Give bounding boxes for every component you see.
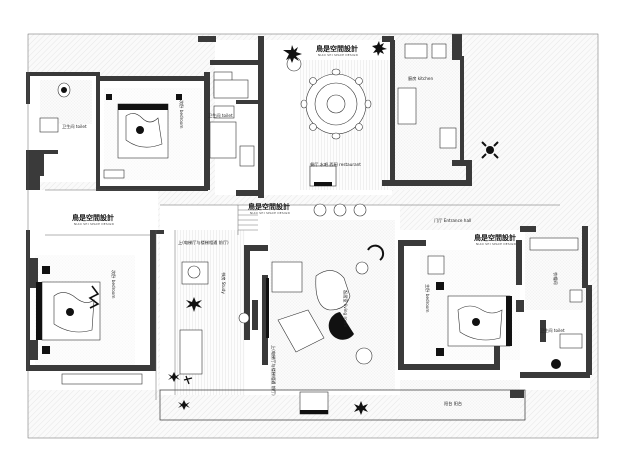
brand-right: 鳥是空間設計 <box>474 233 516 242</box>
brand-center-sub: NIAO SHI SPACE DESIGN <box>250 211 290 215</box>
label-bath-top-mid: 卫生间 toilet <box>208 112 233 119</box>
brand-top-sub: NIAO SHI SPACE DESIGN <box>318 53 358 57</box>
living-tv-wall <box>179 261 269 375</box>
label-kitchen: 廚房 kitchen <box>408 75 433 82</box>
top-bathroom-fixtures <box>39 79 249 133</box>
living-plants <box>168 297 368 415</box>
walls <box>26 34 592 398</box>
label-entrance: 门厅 Entrance hall <box>434 217 471 224</box>
top-bedroom-bed <box>103 94 182 179</box>
left-bedroom-bed <box>36 266 143 385</box>
label-bath-right: 卫生间 toilet <box>540 327 565 334</box>
brand-center: 鳥是空間設計 <box>248 202 290 211</box>
label-restaurant: 餐厅 水吧 西厨 restaurant <box>310 161 361 168</box>
label-living-room: 起居室 living room <box>342 290 349 327</box>
label-study: 书房 Study <box>220 272 227 294</box>
label-stair-note-top: 上(电梯厅与楼梯相通 前厅) <box>178 239 229 246</box>
zone-living <box>160 205 400 395</box>
outlines <box>27 33 599 439</box>
label-balcony-right: 阳台 阳台 <box>444 400 462 407</box>
label-cloakroom: 衣帽间 <box>552 272 559 285</box>
brand-left-sub: NIAO SHI SPACE DESIGN <box>74 222 114 226</box>
room-labels: 廚房 kitchen 餐厅 水吧 西厨 restaurant 卫生间 toile… <box>62 75 565 407</box>
master-bedroom-bed <box>427 255 512 356</box>
label-master-bedroom: 主卧 bedroom <box>424 284 431 312</box>
right-bathroom-fixtures <box>529 237 583 369</box>
brand-left: 鳥是空間設計 <box>72 213 114 222</box>
bar-stools <box>313 203 367 217</box>
brand-marks: 鳥是空間設計 NIAO SHI SPACE DESIGN 鳥是空間設計 NIAO… <box>72 44 516 246</box>
label-bath-top-left: 卫生间 toilet <box>62 123 87 130</box>
compass <box>481 141 499 159</box>
brand-right-sub: NIAO SHI SPACE DESIGN <box>476 242 516 246</box>
label-stair-note-bottom: 上(电梯厅与楼梯相通 前厅) <box>270 345 277 396</box>
dining-table <box>300 68 372 140</box>
label-bedroom-top: 次卧 bedroom <box>178 100 185 128</box>
plant-chair-top <box>283 41 387 72</box>
stairs <box>238 209 258 231</box>
living-sofa <box>271 244 385 415</box>
brand-top: 鳥是空間設計 <box>316 44 358 53</box>
label-bedroom-left: 次卧 bedroom <box>110 270 117 298</box>
